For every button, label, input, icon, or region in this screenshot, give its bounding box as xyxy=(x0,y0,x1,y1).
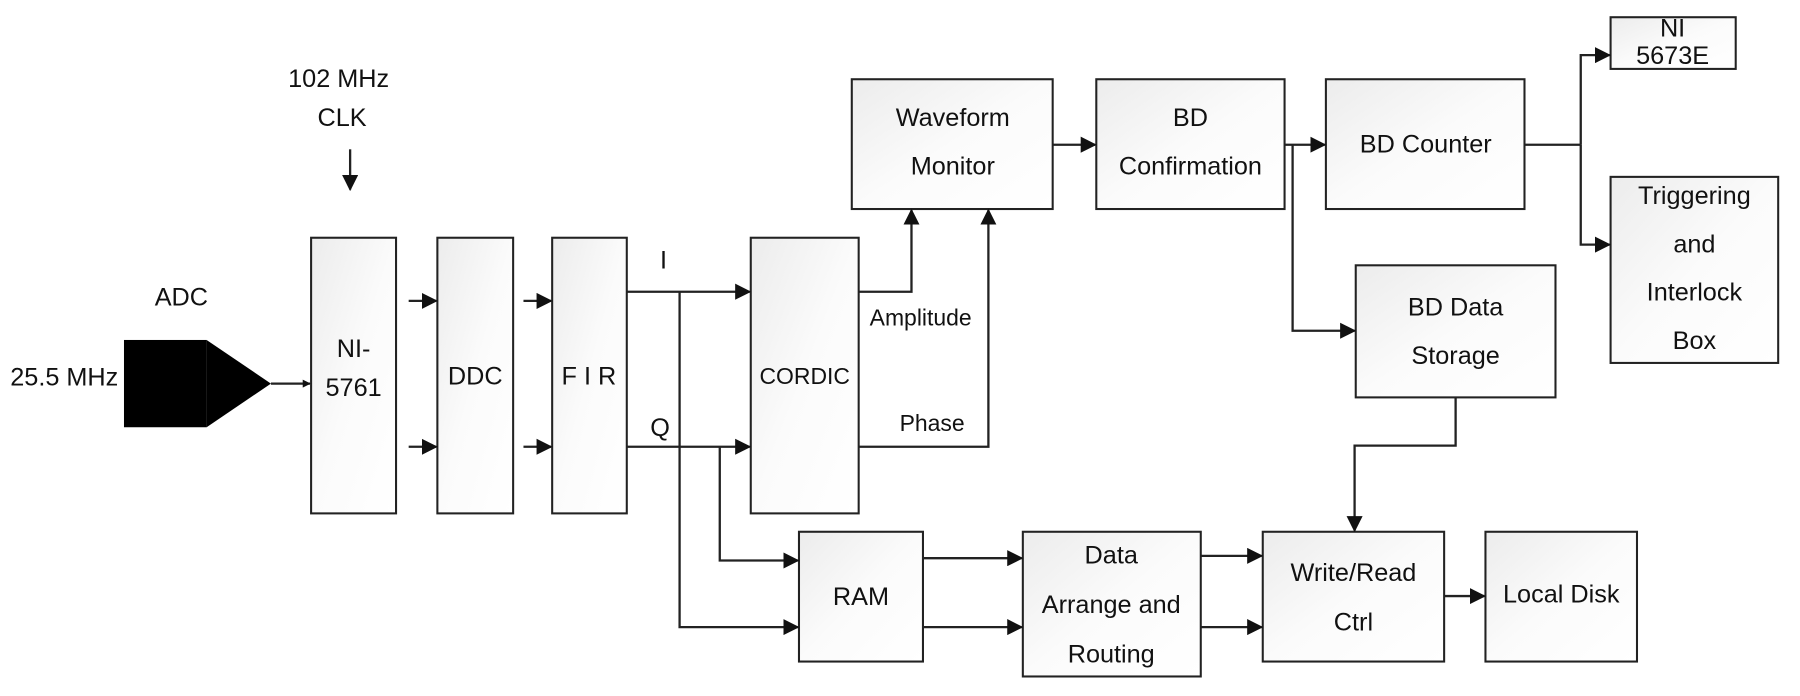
svg-text:Arrange and: Arrange and xyxy=(1042,591,1181,619)
svg-text:RAM: RAM xyxy=(833,583,889,611)
svg-text:5761: 5761 xyxy=(325,374,381,402)
block-cordic: CORDIC xyxy=(749,236,860,515)
block-local-disk: Local Disk xyxy=(1484,530,1639,663)
svg-text:NI-: NI- xyxy=(337,335,371,363)
wire-i-ram xyxy=(678,291,800,636)
svg-text:Local Disk: Local Disk xyxy=(1503,581,1620,609)
svg-text:Confirmation: Confirmation xyxy=(1119,152,1262,180)
block-fir: F I R xyxy=(551,236,628,515)
adc-label: ADC xyxy=(155,283,208,311)
svg-text:Monitor: Monitor xyxy=(911,152,995,180)
clk-frequency-label: 102 MHz xyxy=(288,65,389,93)
wire-storage-writeread xyxy=(1346,397,1457,533)
svg-text:F I R: F I R xyxy=(562,363,617,391)
svg-text:CORDIC: CORDIC xyxy=(759,363,850,389)
svg-text:Waveform: Waveform xyxy=(896,104,1010,132)
block-ni5673e: NI 5673E xyxy=(1609,15,1737,70)
wire-amplitude-monitor xyxy=(858,208,920,293)
block-ram: RAM xyxy=(797,530,924,663)
svg-text:Ctrl: Ctrl xyxy=(1334,608,1373,636)
clk-label: CLK xyxy=(318,104,367,132)
svg-text:Interlock: Interlock xyxy=(1647,279,1743,307)
block-waveform-monitor: Waveform Monitor xyxy=(850,78,1054,211)
svg-text:BD Data: BD Data xyxy=(1408,294,1504,322)
signal-label-q: Q xyxy=(650,414,670,442)
svg-text:DDC: DDC xyxy=(448,363,503,391)
svg-text:Box: Box xyxy=(1673,327,1717,355)
block-data-arrange-routing: Data Arrange and Routing xyxy=(1021,530,1202,678)
svg-text:BD: BD xyxy=(1173,104,1208,132)
svg-text:Triggering: Triggering xyxy=(1638,182,1751,210)
svg-text:Storage: Storage xyxy=(1411,342,1499,370)
wire-q-ram xyxy=(718,446,800,569)
block-write-read-ctrl: Write/Read Ctrl xyxy=(1261,530,1446,663)
adc-frequency-label: 25.5 MHz xyxy=(10,364,118,392)
svg-text:5673E: 5673E xyxy=(1636,42,1709,70)
wire-confirmation-storage xyxy=(1291,144,1357,339)
wire-counter-triggering xyxy=(1579,144,1612,253)
block-bd-counter: BD Counter xyxy=(1324,78,1526,211)
block-ni5761: NI- 5761 xyxy=(310,236,398,515)
wire-phase-monitor xyxy=(858,208,997,448)
block-bd-confirmation: BD Confirmation xyxy=(1095,78,1286,211)
svg-text:Routing: Routing xyxy=(1068,640,1155,668)
block-bd-data-storage: BD Data Storage xyxy=(1354,264,1557,399)
block-ddc: DDC xyxy=(436,236,515,515)
svg-text:Data: Data xyxy=(1085,542,1139,570)
block-triggering-interlock-box: Triggering and Interlock Box xyxy=(1609,175,1780,364)
adc-symbol xyxy=(123,339,271,428)
signal-label-i: I xyxy=(660,247,667,275)
svg-text:and: and xyxy=(1673,230,1715,258)
svg-text:Write/Read: Write/Read xyxy=(1291,559,1417,587)
svg-text:NI: NI xyxy=(1660,15,1685,43)
signal-label-phase: Phase xyxy=(900,410,965,436)
wire-counter-ni5673e xyxy=(1579,47,1612,145)
signal-label-amplitude: Amplitude xyxy=(870,304,972,330)
svg-text:BD Counter: BD Counter xyxy=(1360,131,1492,159)
connections xyxy=(270,47,1612,636)
